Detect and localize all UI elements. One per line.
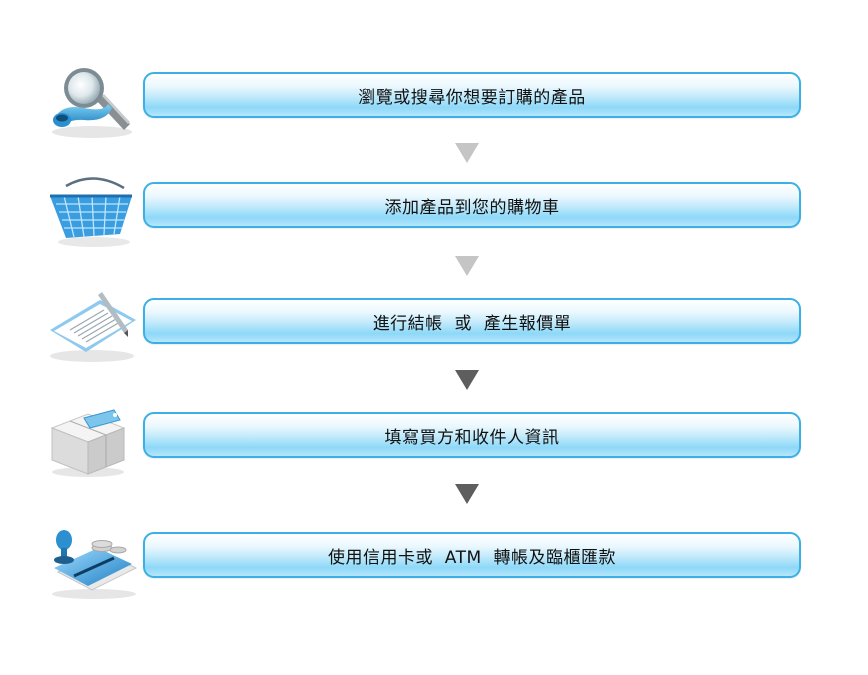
magnifier-pipe-icon (52, 68, 132, 138)
stamp-card-icon (52, 530, 138, 599)
step-label: 使用信用卡或 ATM 轉帳及臨櫃匯款 (328, 547, 616, 568)
step-2: 添加產品到您的購物車 (0, 170, 868, 250)
step-label: 添加產品到您的購物車 (384, 197, 560, 218)
shopping-basket-icon (50, 177, 132, 247)
step-5: 使用信用卡或 ATM 轉帳及臨櫃匯款 (0, 520, 868, 600)
down-arrow-icon (455, 370, 479, 390)
notebook-pen-icon (50, 292, 136, 362)
down-arrow-icon (455, 256, 479, 276)
step-label: 瀏覽或搜尋你想要訂購的產品 (358, 87, 586, 108)
step-bar: 進行結帳 或 產生報價單 (143, 298, 801, 344)
package-tag-icon (50, 409, 126, 477)
down-arrow-icon (455, 143, 479, 163)
step-bar: 使用信用卡或 ATM 轉帳及臨櫃匯款 (143, 532, 801, 578)
step-3: 進行結帳 或 產生報價單 (0, 286, 868, 366)
step-bar: 添加產品到您的購物車 (143, 182, 801, 228)
step-1: 瀏覽或搜尋你想要訂購的產品 (0, 60, 868, 140)
step-label: 進行結帳 或 產生報價單 (372, 313, 572, 334)
step-4: 填寫買方和收件人資訊 (0, 400, 868, 480)
step-bar: 填寫買方和收件人資訊 (143, 412, 801, 458)
step-bar: 瀏覽或搜尋你想要訂購的產品 (143, 72, 801, 118)
step-label: 填寫買方和收件人資訊 (384, 427, 560, 448)
down-arrow-icon (455, 484, 479, 504)
